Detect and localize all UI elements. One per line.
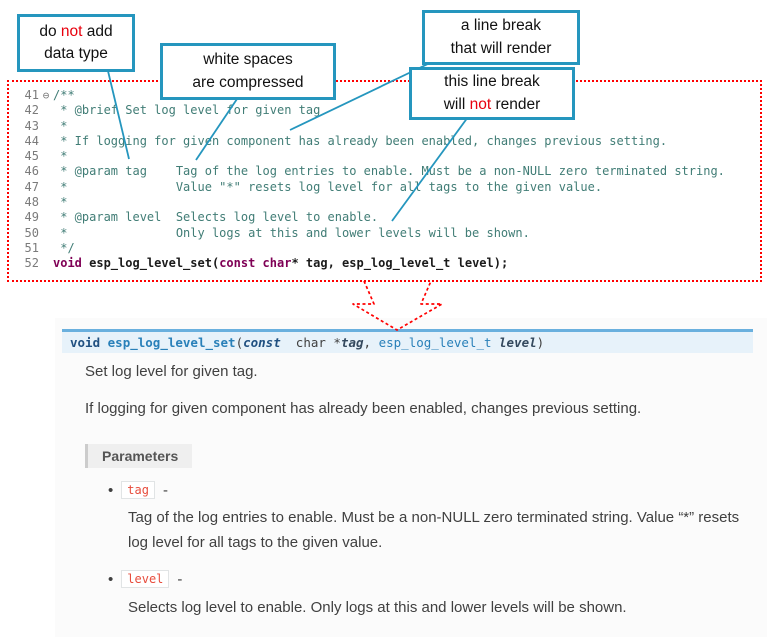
- param-description: Selects log level to enable. Only logs a…: [128, 599, 627, 616]
- callout-no-datatype: do not add data type: [17, 14, 135, 72]
- sig-space: [492, 335, 500, 350]
- line-number: 41: [24, 88, 39, 102]
- code-line: 45 *: [15, 149, 760, 164]
- code-line-function-declaration: 52 void esp_log_level_set(const char* ta…: [15, 256, 760, 271]
- param-name-chip: tag: [121, 481, 155, 499]
- paren: (: [211, 256, 220, 271]
- code-line: 51 */: [15, 241, 760, 256]
- line-number: 45: [24, 149, 39, 164]
- sig-type-link[interactable]: esp_log_level_t: [378, 335, 492, 350]
- code-text: *: [53, 195, 68, 210]
- keyword-void: void: [53, 256, 90, 271]
- fold-marker: [39, 241, 53, 256]
- line-number: 46: [24, 164, 39, 179]
- code-text: * Only logs at this and lower levels wil…: [53, 225, 530, 240]
- code-line: 50 * Only logs at this and lower levels …: [15, 226, 760, 241]
- line-number: 50: [24, 225, 39, 240]
- fold-marker: [39, 164, 53, 179]
- sig-paren: (: [235, 335, 244, 350]
- callout-linebreak-not-render: this line break will not render: [409, 67, 575, 120]
- code-line: 48 *: [15, 195, 760, 210]
- line-number: 47: [24, 179, 39, 194]
- code-editor-block: 41 ⊖ /** 42 * @brief Set log level for g…: [7, 80, 762, 282]
- sig-keyword-void: void: [70, 335, 108, 350]
- code-text: * Value "*" resets log level for all tag…: [53, 179, 603, 194]
- callout-line: will not render: [443, 95, 541, 113]
- param-name-chip: level: [121, 570, 170, 588]
- callout-line: white spaces: [203, 51, 293, 69]
- line-number: 42: [24, 103, 39, 118]
- param-item-tag: • tag -: [108, 481, 168, 499]
- callout-whitespace-compressed: white spaces are compressed: [160, 43, 336, 100]
- fold-minus-icon[interactable]: ⊖: [42, 89, 50, 102]
- bullet-icon: •: [108, 481, 114, 499]
- fold-marker: [39, 256, 53, 271]
- fold-marker: [39, 226, 53, 241]
- doc-brief-text: Set log level for given tag.: [85, 363, 258, 380]
- keyword-char: char: [262, 256, 292, 271]
- code-line: 47 * Value "*" resets log level for all …: [15, 180, 760, 195]
- line-number: 44: [24, 133, 39, 148]
- fold-marker: [39, 149, 53, 164]
- sig-paren: ): [536, 335, 545, 350]
- code-line: 43 *: [15, 119, 760, 134]
- param-item-level: • level -: [108, 570, 182, 588]
- fold-marker: [39, 119, 53, 134]
- code-text: * @param tag Tag of the log entries to e…: [53, 164, 725, 179]
- param-description: Tag of the log entries to enable. Must b…: [128, 509, 740, 551]
- code-line: 44 * If logging for given component has …: [15, 134, 760, 149]
- param-dash: -: [177, 570, 183, 588]
- callout-line: do not add: [39, 22, 113, 40]
- fold-marker: [39, 180, 53, 195]
- callout-line: data type: [44, 45, 108, 62]
- code-line: 46 * @param tag Tag of the log entries t…: [15, 164, 760, 179]
- bullet-icon: •: [108, 570, 114, 588]
- code-text: * If logging for given component has alr…: [53, 133, 668, 148]
- code-text: */: [53, 240, 75, 255]
- function-name: esp_log_level_set: [89, 256, 212, 271]
- callout-line: that will render: [450, 39, 552, 57]
- callout-line: are compressed: [192, 73, 304, 91]
- sig-function-name: esp_log_level_set: [107, 335, 236, 350]
- code-line: 42 * @brief Set log level for given tag: [15, 103, 760, 118]
- line-number: 48: [24, 195, 39, 210]
- code-line: 49 * @param level Selects log level to e…: [15, 210, 760, 225]
- sig-param-level: level: [499, 335, 537, 350]
- fold-marker: [39, 210, 53, 225]
- callout-linebreak-renders: a line break that will render: [422, 10, 580, 65]
- code-text: * @param level Selects log level to enab…: [53, 210, 379, 225]
- code-text: * tag, esp_log_level_t level);: [291, 256, 509, 271]
- fold-marker: [39, 195, 53, 210]
- fold-marker: [39, 134, 53, 149]
- sig-param-tag: tag: [340, 335, 364, 350]
- sig-type-char: char *: [280, 335, 341, 350]
- code-text: *: [53, 118, 68, 133]
- line-number: 52: [24, 256, 39, 271]
- param-dash: -: [162, 481, 168, 499]
- code-text: * @brief Set log level for given tag: [53, 103, 321, 118]
- callout-line: a line break: [460, 17, 542, 35]
- sig-comma: ,: [363, 335, 379, 350]
- function-signature: void esp_log_level_set(const char *tag, …: [62, 329, 753, 353]
- code-line: 41 ⊖ /**: [15, 88, 760, 103]
- callout-line: this line break: [444, 73, 540, 91]
- fold-marker: [39, 103, 53, 118]
- line-number: 49: [24, 210, 39, 225]
- doc-detail-text: If logging for given component has alrea…: [85, 400, 642, 417]
- parameters-header: Parameters: [85, 444, 193, 468]
- code-text: *: [53, 149, 68, 164]
- rendered-docs-panel: [55, 318, 767, 637]
- line-number: 51: [24, 240, 39, 255]
- keyword-const: const: [219, 256, 263, 271]
- code-text: /**: [53, 88, 75, 102]
- sig-keyword-const: const: [243, 335, 281, 350]
- line-number: 43: [24, 118, 39, 133]
